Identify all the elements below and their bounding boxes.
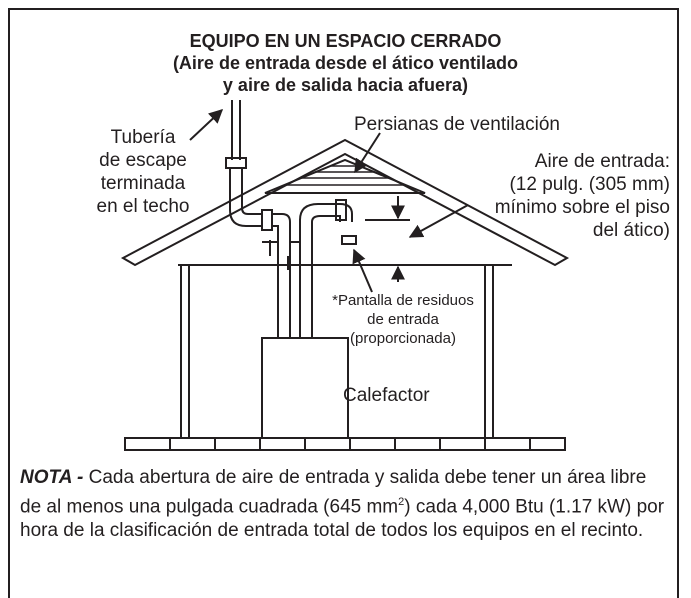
louvers-arrow	[354, 132, 381, 174]
intake-air-line-4: del ático)	[592, 220, 670, 241]
intake-air-label: Aire de entrada: (12 pulg. (305 mm) míni…	[470, 150, 670, 242]
louver-vent	[264, 158, 426, 194]
attic-floor	[124, 437, 566, 451]
title-line-2: (Aire de entrada desde el ático ventilad…	[172, 53, 519, 73]
intake-air-line-2: (12 pulg. (305 mm)	[509, 174, 670, 195]
intake-air-line-1: Aire de entrada:	[534, 151, 670, 172]
screen-arrow	[352, 248, 373, 293]
exhaust-label-line-1: Tubería	[110, 127, 176, 148]
exhaust-arrow	[189, 109, 224, 141]
roof-outline	[120, 138, 570, 267]
debris-screen	[341, 235, 357, 245]
note-superscript: 2	[398, 496, 405, 508]
debris-screen-line-2: de entrada	[367, 311, 439, 328]
intake-air-arrow	[408, 204, 469, 238]
diagram-frame	[8, 8, 679, 598]
right-post	[484, 264, 494, 439]
title-line-3: y aire de salida hacia afuera)	[222, 75, 469, 95]
exhaust-label-line-2: de escape	[99, 150, 187, 171]
note-text-1: Cada abertura de aire de entrada y salid…	[20, 467, 647, 518]
debris-screen-line-3: (proporcionada)	[350, 330, 456, 347]
exhaust-label: Tubería de escape terminada en el techo	[88, 126, 198, 218]
exhaust-pipe-top	[231, 100, 241, 160]
intake-pipe	[299, 203, 353, 338]
note-text-2: ) cada 4,000 Btu (1.17 kW) por hora de l…	[20, 496, 665, 542]
exhaust-label-line-3: terminada	[100, 173, 186, 194]
exhaust-label-line-4: en el techo	[96, 196, 190, 217]
intake-air-line-3: mínimo sobre el piso	[494, 197, 670, 218]
debris-screen-label: *Pantalla de residuos de entrada (propor…	[318, 291, 488, 348]
left-post	[180, 264, 190, 439]
note-paragraph: NOTA - Cada abertura de aire de entrada …	[20, 466, 670, 543]
furnace-label: Calefactor	[343, 385, 430, 406]
debris-screen-line-1: *Pantalla de residuos	[332, 292, 474, 309]
title-line-1: EQUIPO EN UN ESPACIO CERRADO	[189, 31, 502, 51]
exhaust-pipe	[229, 168, 262, 227]
furnace	[261, 337, 349, 439]
note-prefix: NOTA -	[20, 467, 84, 488]
louvers-label: Persianas de ventilación	[354, 114, 560, 135]
